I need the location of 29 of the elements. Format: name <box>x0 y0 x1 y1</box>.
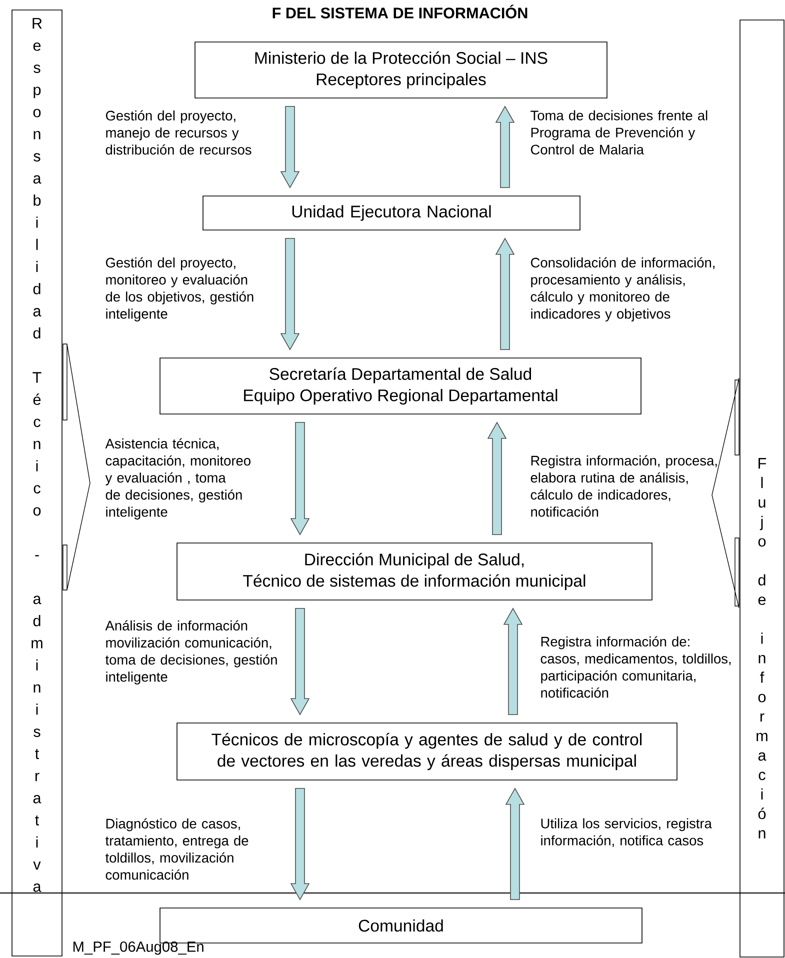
arrow <box>495 106 515 188</box>
arrow <box>290 788 310 900</box>
arrow <box>503 608 523 715</box>
edge-label: Gestión del proyecto, monitoreo y evaluación de los objetivos, gestión inteligente <box>106 257 254 322</box>
side-box: Flujo de información <box>740 20 784 958</box>
arrow <box>495 238 515 350</box>
edge-label: Registra información, procesa, elabora rutina de análisis, cálculo de indicadores, notificación <box>530 455 717 517</box>
title: F DEL SISTEMA DE INFORMACIÓN <box>272 4 528 18</box>
arrow <box>290 608 310 716</box>
arrow <box>505 788 525 900</box>
process-box: Ministerio de la Protección Social – INS Receptores principales <box>194 42 608 98</box>
edge-label: Diagnóstico de casos, tratamiento, entrega de toldillos, movilización comunicación <box>105 818 248 880</box>
process-box: Secretaría Departamental de Salud Equipo Operativo Regional Departamental <box>160 358 642 414</box>
process-box: Técnicos de microscopía y agentes de salud y de control de vectores en las veredas y áreas dispersas municipal <box>176 722 678 780</box>
process-box: Unidad Ejecutora Nacional <box>202 196 580 230</box>
edge-label: Utiliza los servicios, registra información, notifica casos <box>541 818 712 848</box>
arrow <box>280 238 300 350</box>
edge-label: Consolidación de información, procesamiento y análisis, cálculo y monitoreo de indicadores y objetivos <box>530 257 714 322</box>
arrow <box>290 422 310 536</box>
edge-label: Asistencia técnica, capacitación, monitoreo y evaluación , toma de decisiones, gestión inteligente <box>105 438 250 520</box>
edge-label: Análisis de información movilización comunicación, toma de decisiones, gestión inteligente <box>105 620 277 684</box>
edge-label: Gestión del proyecto, manejo de recursos y distribución de recursos <box>106 110 252 155</box>
arrow <box>280 106 300 188</box>
footer-text: M_PF_06Aug08_En <box>73 941 204 955</box>
side-box: Responsabilidad Técnico - administrativa <box>12 10 62 956</box>
process-box: Dirección Municipal de Salud, Técnico de sistemas de información municipal <box>176 542 652 600</box>
arrow <box>487 422 507 535</box>
edge-label: Toma de decisiones frente al Programa de Prevención y Control de Malaria <box>530 110 708 154</box>
edge-label: Registra información de: casos, medicamentos, toldillos, participación comunitaria, notificación <box>540 636 731 698</box>
